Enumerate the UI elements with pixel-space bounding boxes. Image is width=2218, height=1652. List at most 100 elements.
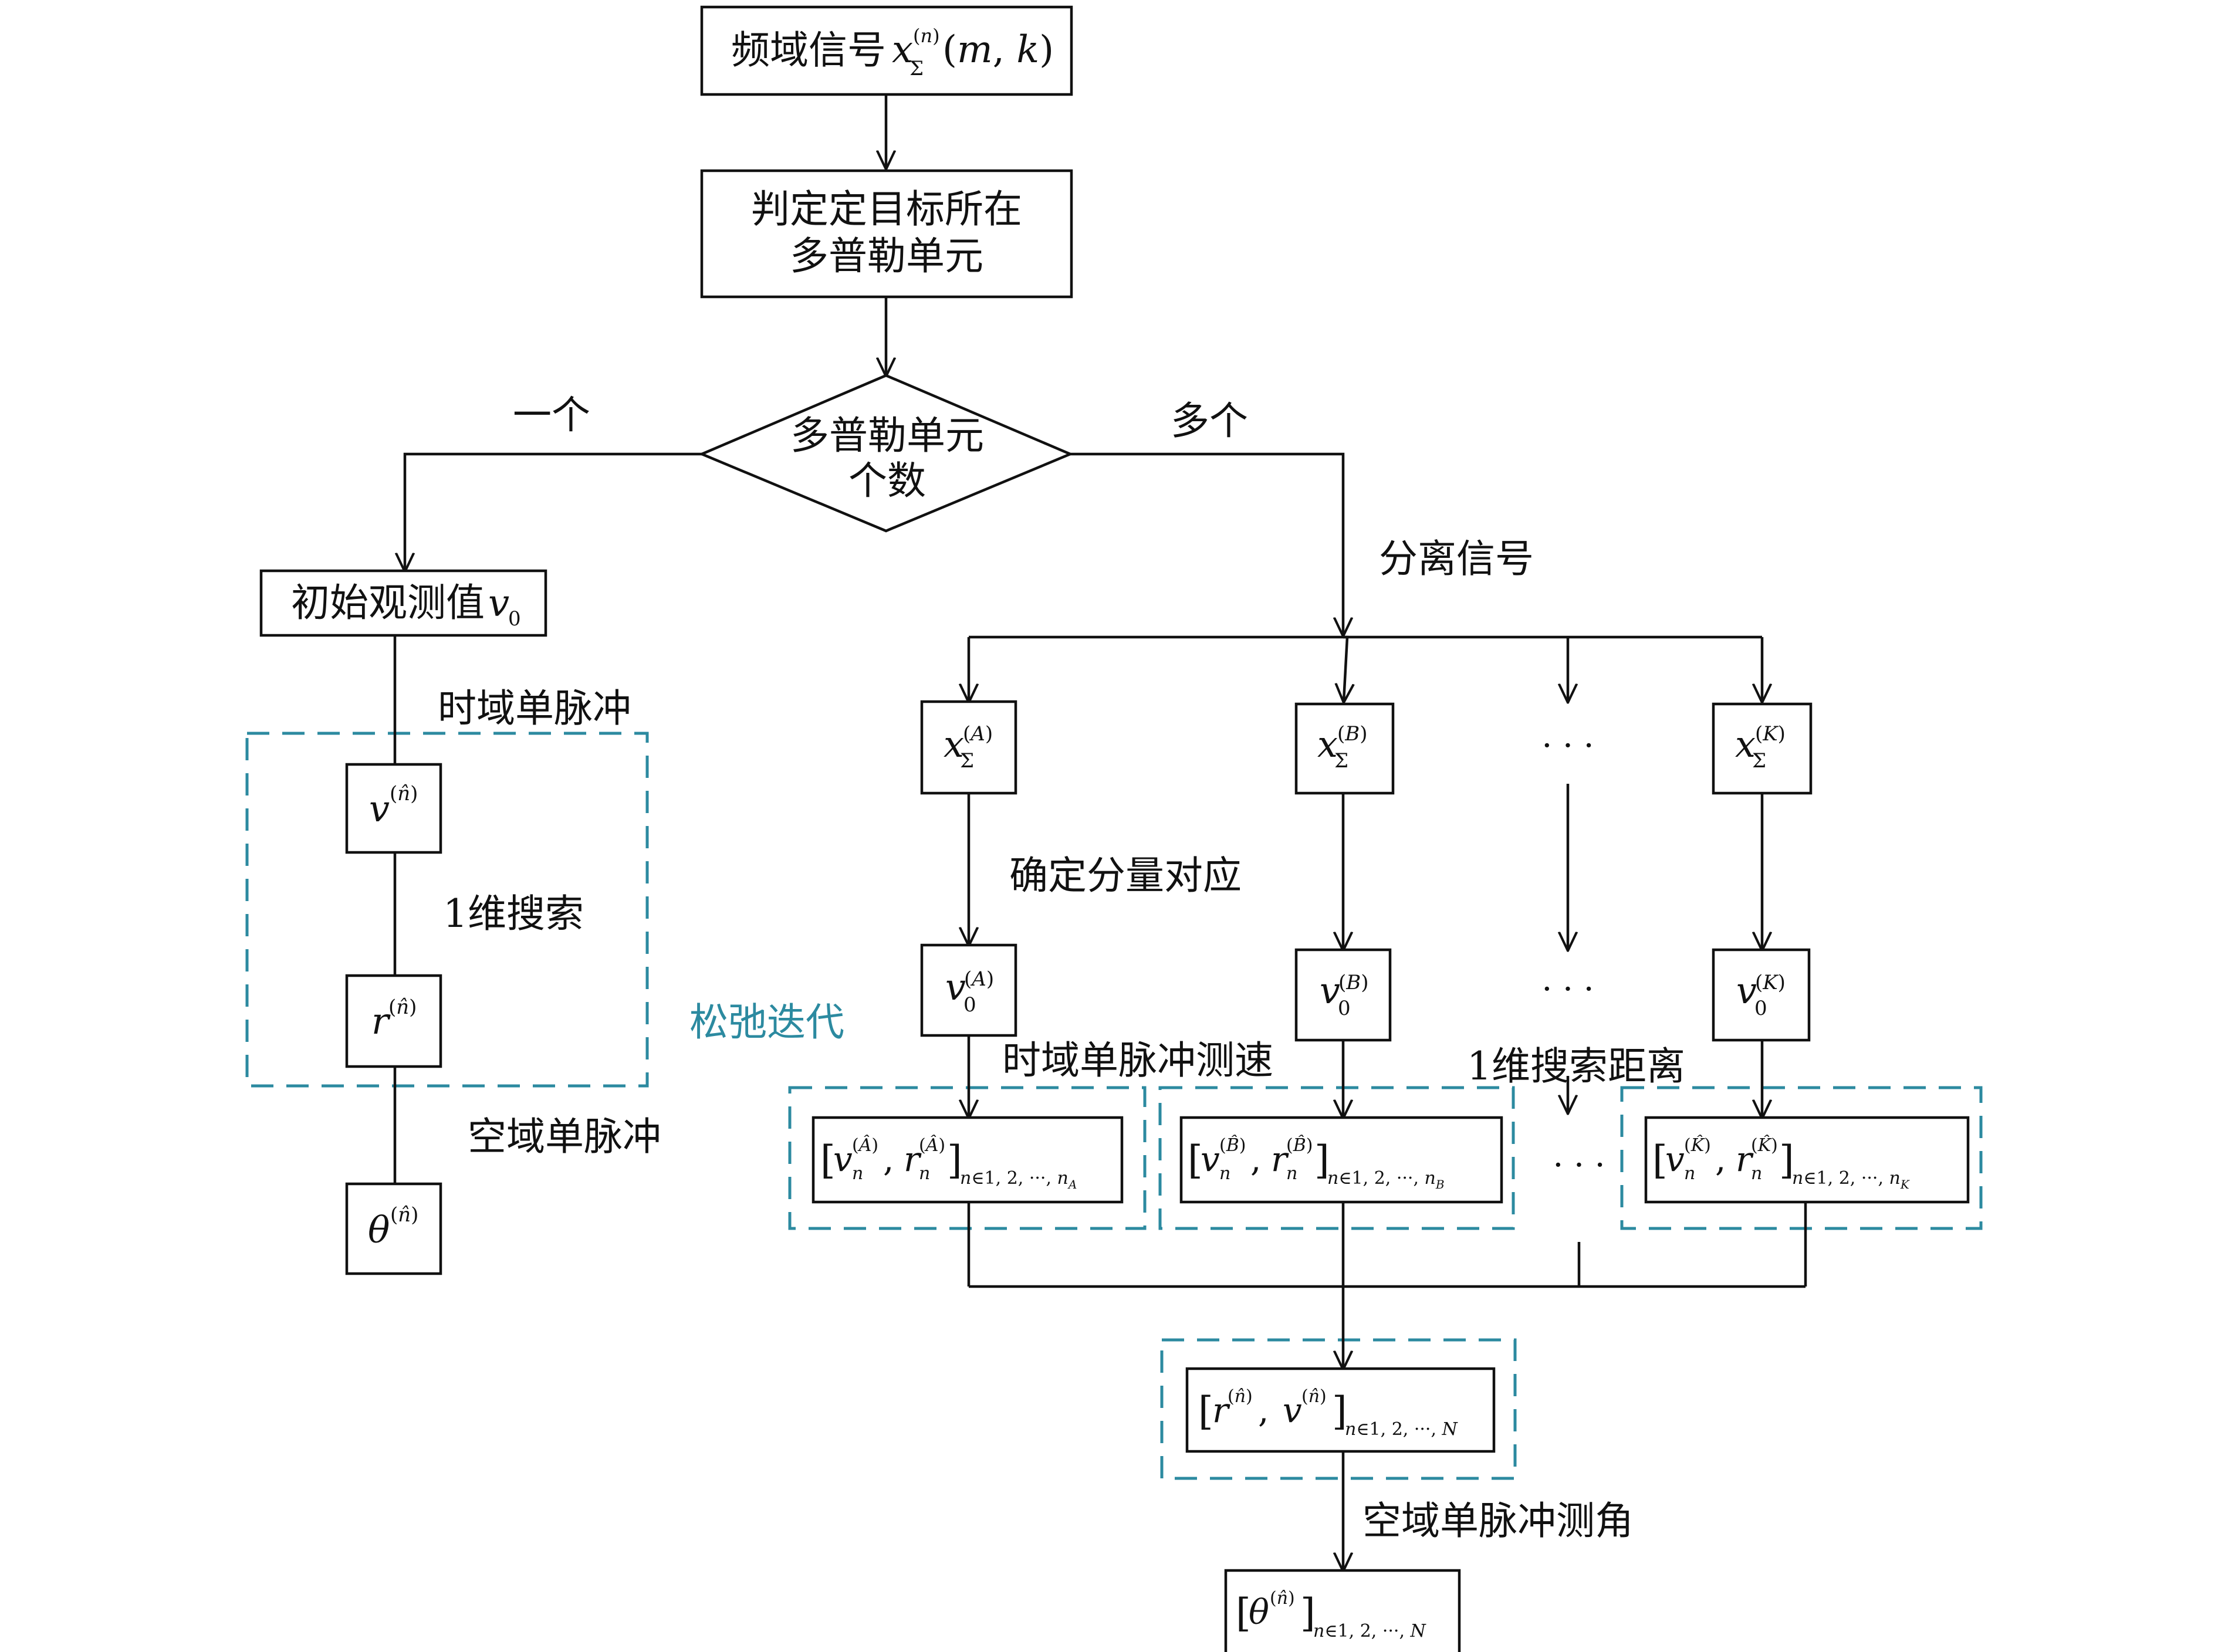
svg-text:Σ: Σ [960,749,974,773]
svg-text:v: v [369,787,390,830]
svg-text:(m, k): (m, k) [942,28,1054,72]
svg-text:n: n [852,1163,863,1184]
vr-a-box [812,1116,1124,1204]
svg-text:r: r [1271,1139,1289,1179]
svg-text:n∈1, 2, ···, nA: n∈1, 2, ···, nA [960,1168,1077,1191]
svg-text:(Â): (Â) [852,1135,878,1156]
branch-b-measure-group [1158,1086,1515,1230]
v0-b-formula: v (B) 0 [1320,969,1369,1020]
svg-text:n∈1, 2, ···, N: n∈1, 2, ···, N [1345,1419,1459,1440]
svg-text:v: v [1736,969,1757,1012]
doppler-count-diamond [698,374,1074,533]
svg-text:v: v [833,1139,853,1179]
svg-text:r: r [904,1139,922,1179]
svg-text:(K̂): (K̂) [1684,1135,1711,1156]
vr-b-formula: [ v (B̂) n , r (B̂) n ] n∈1, 2, ···, nB [1188,1135,1445,1191]
svg-text:Σ: Σ [909,57,924,80]
initial-obs-box [259,569,547,637]
svg-text:n∈1, 2, ···, N: n∈1, 2, ···, N [1313,1621,1427,1641]
svg-text:(n̂): (n̂) [390,1203,418,1227]
svg-text:Σ: Σ [1752,749,1766,773]
svg-text:n: n [1286,1163,1297,1184]
svg-text:]: ] [947,1138,962,1183]
svg-text:,: , [1715,1139,1726,1179]
branch-a-measure-group [788,1086,1147,1230]
svg-text:(B̂): (B̂) [1286,1135,1313,1156]
vr-k-box [1644,1116,1970,1204]
svg-text:[: [ [1198,1389,1213,1434]
ellipsis-x-sigma: · · · [1541,727,1594,765]
v0-k-formula: v (K) 0 [1736,969,1786,1020]
svg-text:v: v [1320,969,1340,1012]
svg-text:(n): (n) [913,25,940,47]
svg-text:0: 0 [963,993,976,1017]
v0-k-box [1712,948,1811,1042]
svg-text:(K̂): (K̂) [1751,1135,1778,1156]
initial-obs-label: 初始观测值 [291,580,485,625]
svg-text:n: n [1684,1163,1695,1184]
initial-obs-v0: v 0 [488,582,521,631]
vr-b-box [1179,1116,1503,1204]
v0-a-box [920,943,1017,1037]
svg-text:[: [ [820,1138,836,1183]
svg-text:(n̂): (n̂) [1270,1588,1295,1609]
rv-fused-formula: [ r (n̂) , v (n̂) ] n∈1, 2, ···, N [1198,1386,1459,1440]
svg-text:x: x [1317,723,1338,766]
v-hat-box [345,763,442,854]
search-1d-left-label: 1维搜索 [443,891,584,936]
svg-text:(n̂): (n̂) [388,996,417,1019]
freq-signal-label: 频域信号 [731,28,886,73]
x-sigma-b-formula: x (B) Σ [1317,722,1368,773]
svg-text:r: r [1212,1390,1230,1430]
svg-text:(n̂): (n̂) [1301,1386,1327,1407]
svg-text:v: v [488,582,509,625]
svg-text:(K): (K) [1755,722,1786,746]
svg-text:(B): (B) [1338,971,1369,994]
svg-text:n: n [919,1163,930,1184]
v0-b-box [1294,948,1392,1042]
vr-a-formula: [ v (Â) n , r (Â) n ] n∈1, 2, ···, nA [820,1135,1077,1191]
svg-text:n: n [1751,1163,1762,1184]
rv-fused-box [1185,1367,1496,1453]
svg-text:n∈1, 2, ···, nK: n∈1, 2, ···, nK [1792,1168,1910,1191]
separate-signal-label: 分离信号 [1379,536,1534,581]
svg-text:(n̂): (n̂) [1228,1386,1253,1407]
svg-text:0: 0 [1754,997,1767,1020]
judge-line2: 多普勒单元 [790,233,983,279]
svg-text:0: 0 [1338,997,1351,1020]
svg-text:θ: θ [1249,1592,1269,1632]
svg-text:(B): (B) [1337,722,1368,746]
svg-text:r: r [1736,1139,1754,1179]
relax-iteration-group [245,732,649,1088]
judge-doppler-box [700,169,1073,299]
svg-text:]: ] [1300,1590,1316,1636]
theta-final-box [1224,1569,1461,1652]
svg-text:v: v [1201,1139,1220,1179]
ellipsis-v0: · · · [1541,970,1594,1008]
r-hat-box [345,974,442,1068]
x-sigma-k-box [1712,702,1813,795]
svg-text:]: ] [1314,1138,1330,1183]
svg-text:,: , [1258,1390,1269,1430]
svg-text:(Â): (Â) [919,1135,945,1156]
svg-text:]: ] [1332,1389,1347,1434]
svg-text:]: ] [1779,1138,1794,1183]
time-mono-left-label: 时域单脉冲 [438,686,631,731]
relax-iteration-label: 松弛迭代 [689,1000,844,1045]
one-label: 一个 [513,392,590,438]
svg-text:(A): (A) [963,722,993,746]
doppler-count-line1: 多普勒单元 [790,413,984,458]
x-sigma-a-formula: x (A) Σ [944,722,993,773]
x-sigma-a-box [920,700,1017,795]
x-sigma-b-box [1294,702,1395,795]
svg-text:θ: θ [368,1208,390,1251]
svg-text:x: x [1735,723,1756,766]
freq-signal-formula: x (n) Σ (m, k) [892,25,1054,80]
freq-signal-box [700,5,1073,96]
svg-text:v: v [945,966,966,1008]
theta-final-formula: [ θ (n̂) ] n∈1, 2, ···, N [1236,1588,1427,1641]
r-hat-formula: r (n̂) [371,996,417,1042]
svg-text:x: x [944,723,964,766]
fused-range-speed-group [1160,1338,1517,1480]
